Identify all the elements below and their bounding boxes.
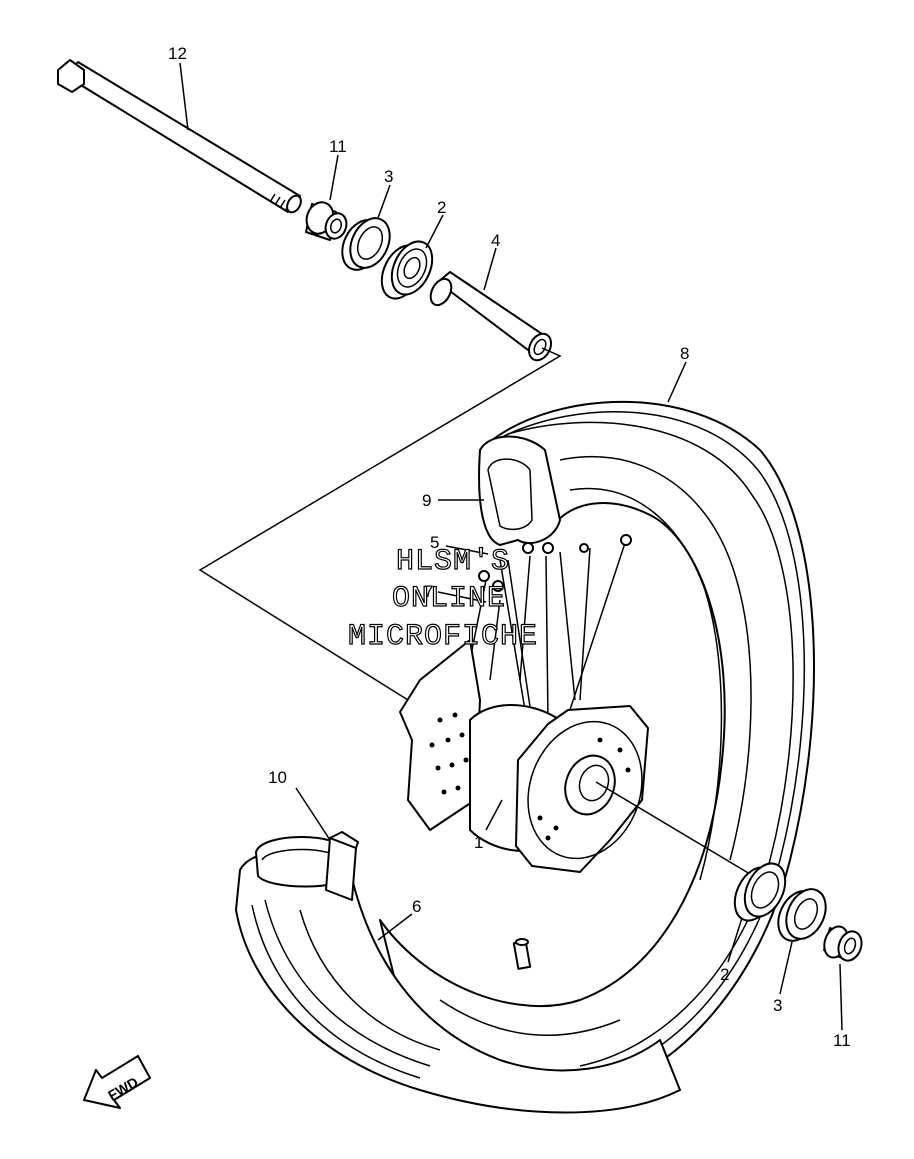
watermark: HLSM'S ONLINE MICROFICHE [347, 544, 538, 654]
tube-lower [255, 831, 359, 901]
fwd-arrow-icon: FWD [83, 1055, 151, 1109]
watermark-line-1: HLSM'S [396, 545, 510, 579]
callout-11-upper: 11 [329, 137, 347, 156]
tire [235, 850, 681, 1114]
callout-1: 1 [474, 833, 483, 852]
assembly-bracket [198, 347, 562, 701]
callout-2-lower: 2 [720, 965, 729, 984]
watermark-line-2: ONLINE [392, 582, 506, 616]
spacer [429, 271, 553, 362]
callout-11-lower: 11 [833, 1031, 851, 1050]
callout-6: 6 [412, 897, 421, 916]
watermark-line-3: MICROFICHE [348, 620, 538, 654]
axle-centerline [595, 781, 761, 881]
oil-seal-lower [777, 888, 827, 942]
callout-12: 12 [168, 44, 187, 63]
collar-lower [823, 925, 863, 962]
callout-10: 10 [268, 768, 287, 787]
bearing-upper [380, 240, 434, 300]
callout-7: 7 [424, 582, 433, 601]
callout-4: 4 [491, 231, 500, 250]
rim-band-upper [478, 435, 561, 546]
callout-labels: 12 11 3 2 4 8 9 5 7 10 1 6 2 3 11 [168, 44, 851, 1050]
callout-8: 8 [680, 344, 689, 363]
bearing-lower [733, 862, 787, 922]
wheel-hub [399, 639, 649, 873]
callout-2-upper: 2 [437, 198, 446, 217]
oil-seal-upper [341, 217, 391, 271]
leader-lines [179, 62, 843, 1031]
valve-stem [512, 938, 532, 970]
front-axle [57, 59, 302, 214]
collar-upper [305, 201, 348, 241]
callout-5: 5 [430, 533, 439, 552]
callout-9: 9 [422, 491, 431, 510]
callout-3-upper: 3 [384, 167, 393, 186]
callout-3-lower: 3 [773, 996, 782, 1015]
